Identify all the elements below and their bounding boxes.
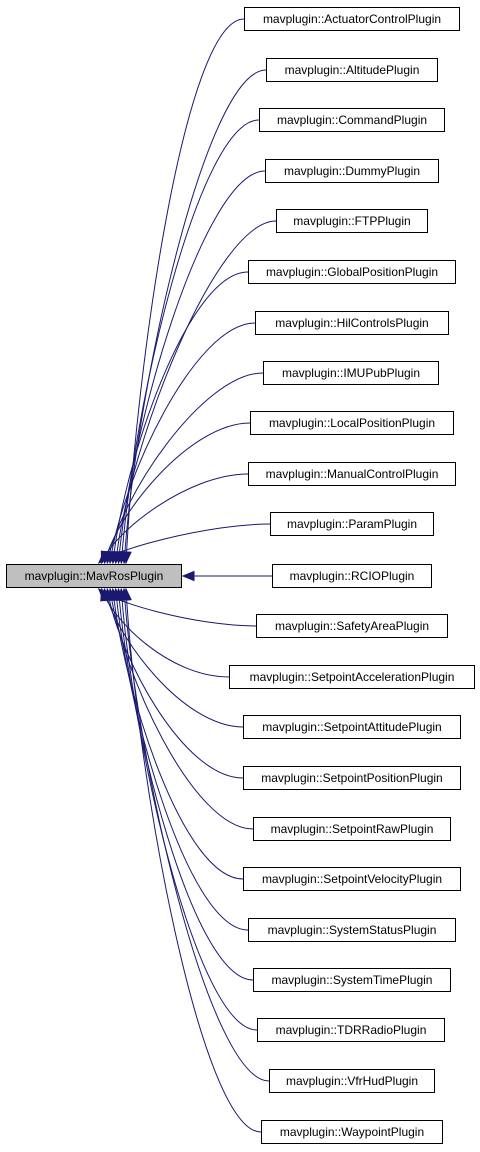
node-systemtimeplugin[interactable]: mavplugin::SystemTimePlugin [253,968,451,992]
edge-1 [123,69,267,564]
node-setpointaccelerationplugin[interactable]: mavplugin::SetpointAccelerationPlugin [229,665,475,689]
node-localpositionplugin[interactable]: mavplugin::LocalPositionPlugin [250,411,454,435]
edge-19 [117,588,254,981]
node-rcioplugin[interactable]: mavplugin::RCIOPlugin [272,564,432,588]
edge-8 [104,422,251,564]
node-dummyplugin[interactable]: mavplugin::DummyPlugin [265,159,439,183]
node-vfrhudplugin[interactable]: mavplugin::VfrHudPlugin [269,1069,435,1093]
edge-17 [112,588,244,880]
edge-4 [115,220,277,564]
edge-5 [112,271,249,564]
node-safetyareaplugin[interactable]: mavplugin::SafetyAreaPlugin [256,614,448,638]
edge-0 [125,18,245,564]
edge-3 [118,170,266,564]
node-imupubplugin[interactable]: mavplugin::IMUPubPlugin [263,361,439,385]
edge-20 [120,588,258,1031]
node-globalpositionplugin[interactable]: mavplugin::GlobalPositionPlugin [248,260,456,284]
edge-13 [101,588,230,678]
node-setpointpositionplugin[interactable]: mavplugin::SetpointPositionPlugin [243,766,461,790]
node-setpointrawplugin[interactable]: mavplugin::SetpointRawPlugin [253,817,451,841]
node-altitudeplugin[interactable]: mavplugin::AltitudePlugin [266,58,438,82]
edge-15 [106,588,244,779]
arrowhead-22 [121,587,132,601]
node-manualcontrolplugin[interactable]: mavplugin::ManualControlPlugin [248,462,456,486]
node-paramplugin[interactable]: mavplugin::ParamPlugin [270,512,434,536]
edge-9 [101,473,249,564]
edge-2 [120,119,260,564]
node-setpointvelocityplugin[interactable]: mavplugin::SetpointVelocityPlugin [243,867,461,891]
arrowhead-11 [181,570,195,582]
node-actuatorcontrolplugin[interactable]: mavplugin::ActuatorControlPlugin [244,7,460,31]
arrowhead-10 [97,551,111,564]
node-mavrosplugin[interactable]: mavplugin::MavRosPlugin [6,564,182,588]
edge-6 [109,322,256,564]
edge-18 [115,588,249,931]
node-tdrradioplugin[interactable]: mavplugin::TDRRadioPlugin [257,1018,445,1042]
node-commandplugin[interactable]: mavplugin::CommandPlugin [259,108,445,132]
edge-21 [123,588,270,1082]
node-hilcontrolsplugin[interactable]: mavplugin::HilControlsPlugin [255,311,449,335]
node-systemstatusplugin[interactable]: mavplugin::SystemStatusPlugin [248,918,456,942]
node-setpointattitudeplugin[interactable]: mavplugin::SetpointAttitudePlugin [243,715,461,739]
node-waypointplugin[interactable]: mavplugin::WaypointPlugin [261,1120,443,1144]
node-ftpplugin[interactable]: mavplugin::FTPPlugin [276,209,428,233]
edge-22 [125,588,262,1133]
